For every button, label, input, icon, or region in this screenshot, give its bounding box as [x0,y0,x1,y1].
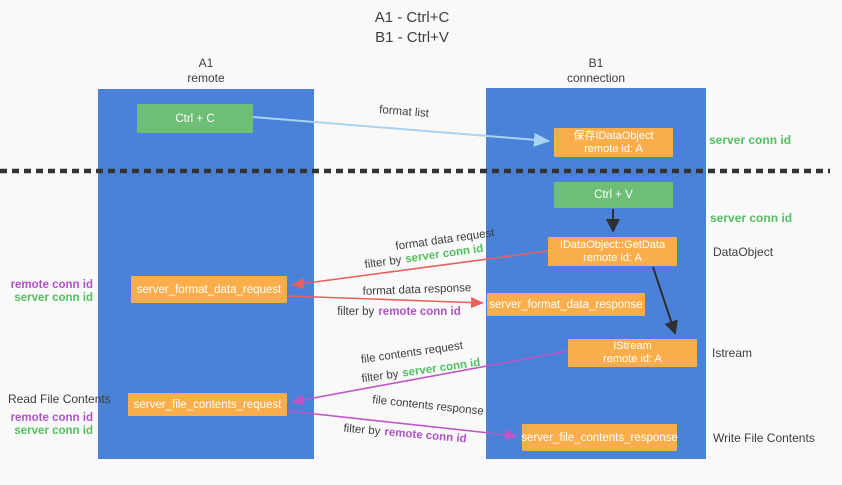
node-ctrl-v: Ctrl + V [554,182,673,208]
lane-a1-name: A1 [198,56,214,70]
node-server-format-data-response: server_format_data_response [487,293,645,316]
filter-by-prefix: filter by [342,422,381,438]
node-server-file-contents-response: server_file_contents_response [521,424,678,451]
node-server-format-data-request: server_format_data_request [131,276,287,303]
node-istream: IStream remote id: A [568,339,697,367]
node-save-idataobject-line1: 保存IDataObject [573,129,654,142]
node-format-request-label: server_format_data_request [136,283,282,296]
filter-by-prefix: filter by [363,254,403,272]
edge-label-format-list: format list [378,104,430,120]
lane-b1-role: connection [566,71,626,85]
filter-by-prefix: filter by [337,306,375,318]
node-save-idataobject: 保存IDataObject remote id: A [554,128,673,157]
node-file-response-label: server_file_contents_response [521,431,678,444]
side-label-read-file-contents: Read File Contents [8,392,111,406]
lane-a1-role: remote [187,71,225,85]
node-istream-line2: remote id: A [603,353,662,365]
lane-b1-name: B1 [588,56,604,70]
title-line-2: B1 - Ctrl+V [375,29,449,46]
lane-header-b1: B1 connection [486,56,706,86]
side-label-server-conn-id-top: server conn id [709,133,792,147]
node-ctrl-c: Ctrl + C [137,104,253,133]
side-label-dataobject: DataObject [713,245,774,259]
filter-value-remote-conn-id: remote conn id [378,306,461,318]
side-label-istream: Istream [712,346,753,360]
lane-header-a1: A1 remote [98,56,314,86]
filter-by-prefix: filter by [360,368,400,386]
side-label-server-conn-id-2: server conn id [14,425,93,437]
side-label-server-conn-id-1: server conn id [14,292,93,304]
node-idataobject-getdata: IDataObject::GetData remote id: A [548,237,677,266]
filter-value-server-conn-id: server conn id [401,356,482,380]
node-ctrl-v-label: Ctrl + V [594,189,633,201]
edge-label-format-data-response: format data response [362,282,472,298]
node-save-idataobject-line2: remote id: A [584,142,643,155]
side-label-remote-conn-id-1: remote conn id [10,279,93,291]
node-getdata-line1: IDataObject::GetData [559,238,666,251]
side-label-server-conn-id-mid: server conn id [710,211,793,225]
title-line-1: A1 - Ctrl+C [374,9,450,26]
node-istream-line1: IStream [613,340,652,352]
node-format-response-label: server_format_data_response [489,298,643,311]
node-getdata-line2: remote id: A [583,251,642,264]
side-label-remote-conn-id-2: remote conn id [10,412,93,424]
node-file-request-label: server_file_contents_request [133,398,282,411]
side-label-write-file-contents: Write File Contents [713,431,815,445]
node-server-file-contents-request: server_file_contents_request [128,393,287,416]
diagram-title: A1 - Ctrl+C B1 - Ctrl+V [375,8,450,48]
filter-value-remote-conn-id: remote conn id [383,426,468,446]
edge-label-file-contents-response: file contents response [371,394,485,418]
node-ctrl-c-label: Ctrl + C [175,112,215,125]
